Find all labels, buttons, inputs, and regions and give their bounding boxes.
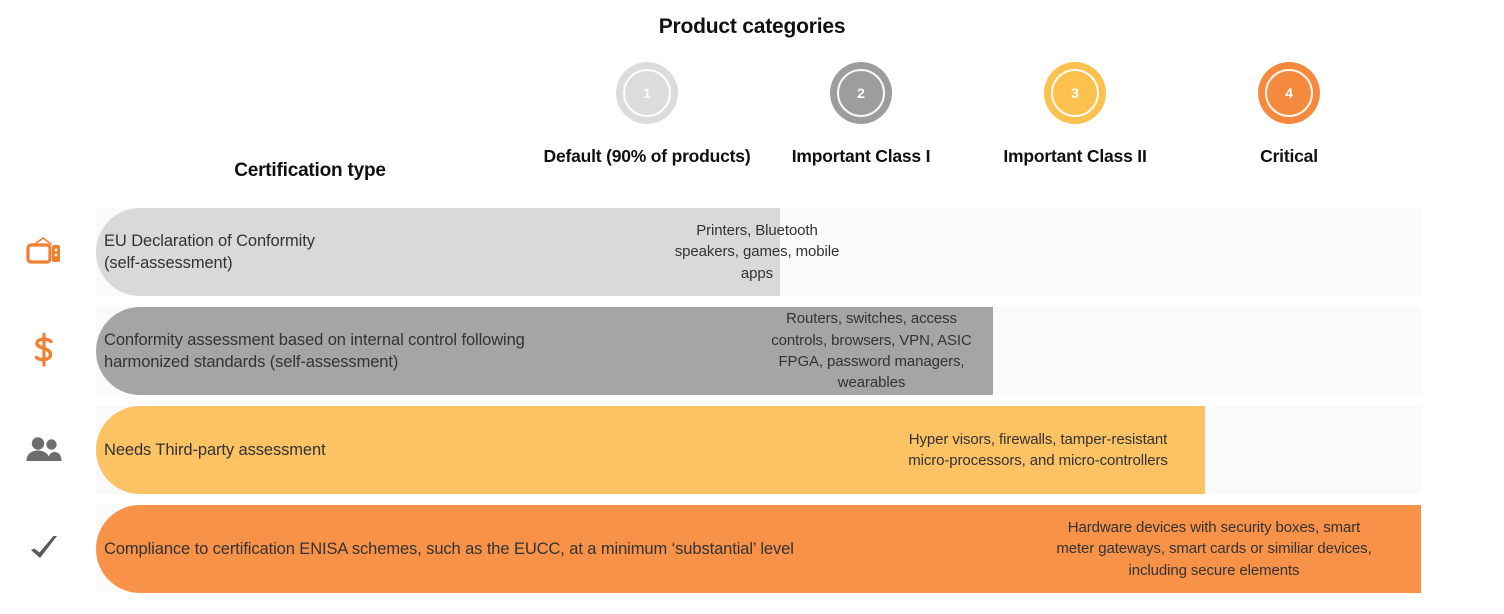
row-label: Conformity assessment based on internal …: [104, 330, 525, 371]
dollar-icon: [10, 317, 78, 385]
table-row[interactable]: Conformity assessment based on internal …: [0, 307, 1504, 395]
television-icon: [10, 218, 78, 286]
category-column-4[interactable]: 4 Critical: [1182, 62, 1396, 167]
category-column-2[interactable]: 2 Important Class I: [754, 62, 968, 167]
category-number: 4: [1285, 85, 1293, 101]
badge-number-2-icon: 2: [830, 62, 892, 124]
page-title: Product categories: [658, 15, 846, 38]
category-column-1[interactable]: 1 Default (90% of products): [540, 62, 754, 167]
category-label: Critical: [1260, 146, 1318, 166]
row-bar: [96, 406, 1205, 494]
row-cell-text: Hardware devices with security boxes, sm…: [1056, 519, 1372, 579]
row-bar: [96, 208, 780, 296]
category-number: 3: [1071, 85, 1079, 101]
product-categories-header: 1 Default (90% of products) 2 Important …: [540, 62, 1504, 192]
row-cell-text: Hyper visors, firewalls, tamper-resistan…: [908, 430, 1168, 469]
category-column-3[interactable]: 3 Important Class II: [968, 62, 1182, 167]
table-row[interactable]: EU Declaration of Conformity (self-asses…: [0, 208, 1504, 296]
row-bar: [96, 505, 1421, 593]
row-label: Needs Third-party assessment: [104, 440, 326, 459]
row-cell-text: Routers, switches, access controls, brow…: [771, 310, 972, 392]
category-label: Important Class II: [1003, 146, 1147, 166]
category-number: 1: [643, 85, 651, 101]
row-label: Compliance to certification ENISA scheme…: [104, 539, 794, 558]
row-label: EU Declaration of Conformity (self-asses…: [104, 231, 315, 272]
category-number: 2: [857, 85, 865, 101]
category-label: Important Class I: [791, 146, 931, 166]
table-row[interactable]: Compliance to certification ENISA scheme…: [0, 505, 1504, 593]
certification-type-column-header: Certification type: [234, 160, 386, 181]
row-cell-text: Printers, Bluetooth speakers, games, mob…: [674, 222, 840, 282]
badge-number-1-icon: 1: [616, 62, 678, 124]
people-icon: [10, 416, 78, 484]
table-row[interactable]: Needs Third-party assessment Hyper visor…: [0, 406, 1504, 494]
badge-number-4-icon: 4: [1258, 62, 1320, 124]
category-label: Default (90% of products): [543, 146, 751, 166]
row-bar: [96, 307, 993, 395]
checkmark-icon: [10, 515, 78, 583]
badge-number-3-icon: 3: [1044, 62, 1106, 124]
certification-rows: EU Declaration of Conformity (self-asses…: [0, 208, 1504, 604]
